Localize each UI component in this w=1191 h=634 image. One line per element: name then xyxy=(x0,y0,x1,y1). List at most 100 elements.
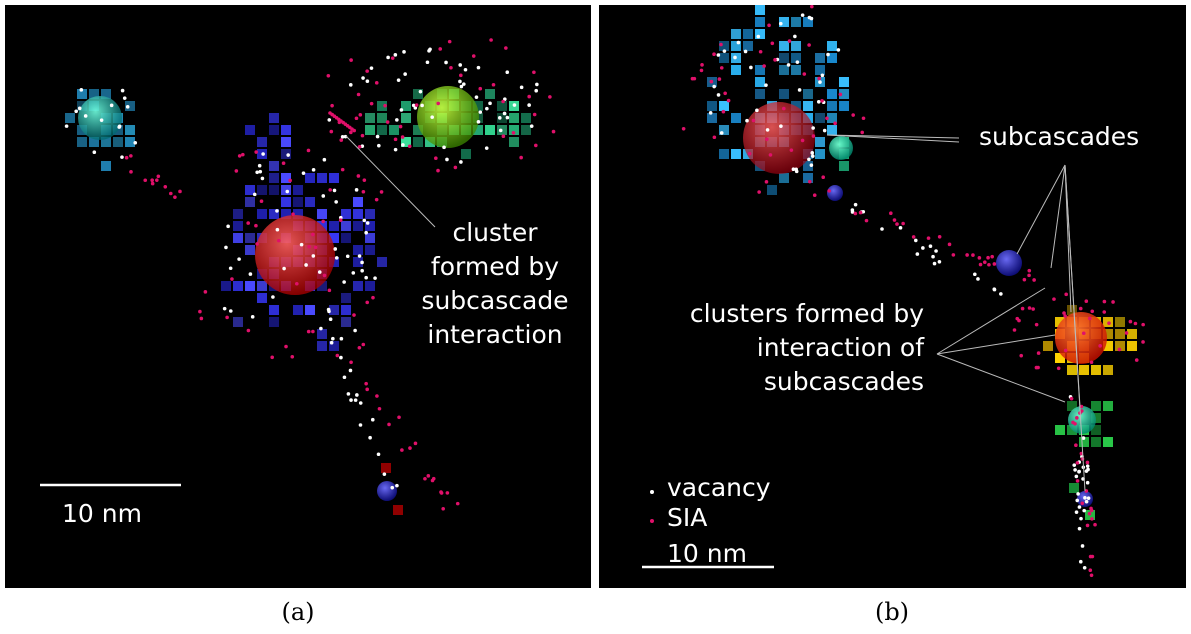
vacancy-point xyxy=(791,167,796,172)
sia-point xyxy=(362,178,367,182)
sia-point xyxy=(751,118,756,123)
vacancy-point xyxy=(818,80,822,84)
vacancy-point xyxy=(349,398,353,402)
sia-point xyxy=(365,387,369,392)
vacancy-cell xyxy=(365,245,375,255)
sia-point xyxy=(1117,347,1122,352)
vacancy-cell xyxy=(707,101,717,111)
annotation-line: interaction xyxy=(427,320,563,349)
vacancy-point xyxy=(1080,544,1085,548)
sia-point xyxy=(519,155,523,160)
vacancy-point xyxy=(810,154,815,158)
vacancy-cell xyxy=(1079,365,1089,375)
vacancy-point xyxy=(282,266,286,271)
vacancy-cell xyxy=(317,341,327,351)
sia-point xyxy=(284,344,288,349)
vacancy-cell xyxy=(245,125,255,135)
vacancy-cell xyxy=(269,173,279,183)
sia-point xyxy=(489,38,493,42)
sia-point xyxy=(361,342,366,347)
vacancy-cell xyxy=(719,53,729,63)
vacancy-point xyxy=(1075,498,1080,503)
sia-point xyxy=(478,86,483,91)
vacancy-point xyxy=(937,259,942,264)
vacancy-point xyxy=(250,315,255,319)
vacancy-cell xyxy=(779,65,789,75)
vacancy-point xyxy=(535,82,539,87)
vacancy-cell xyxy=(719,149,729,159)
vacancy-cell xyxy=(743,41,753,51)
vacancy-point xyxy=(345,254,350,259)
sia-point xyxy=(407,144,412,149)
sia-point xyxy=(889,211,893,215)
sia-point xyxy=(762,64,766,68)
vacancy-cell xyxy=(779,173,789,183)
vacancy-cell xyxy=(1091,401,1101,411)
vacancy-point xyxy=(756,34,761,39)
sia-point xyxy=(1141,340,1145,344)
vacancy-cell xyxy=(731,65,741,75)
vacancy-cell xyxy=(497,101,507,111)
sia-point xyxy=(439,491,444,495)
vacancy-point xyxy=(334,200,338,204)
sia-point xyxy=(1081,331,1086,336)
vacancy-cell xyxy=(401,137,411,147)
sia-point xyxy=(1036,365,1040,370)
sia-point xyxy=(1079,404,1084,409)
vacancy-point xyxy=(226,224,230,229)
sia-point xyxy=(758,49,763,54)
vacancy-cell xyxy=(281,125,291,135)
sia-point xyxy=(400,448,404,452)
vacancy-point xyxy=(778,21,783,26)
sia-point xyxy=(431,476,436,481)
sia-point xyxy=(838,92,843,97)
vacancy-point xyxy=(534,88,539,93)
sia-point xyxy=(965,253,969,257)
vacancy-cell xyxy=(719,125,729,135)
vacancy-point xyxy=(377,143,381,148)
vacancy-cluster-cells xyxy=(65,89,531,515)
vacancy-cell xyxy=(779,17,789,27)
vacancy-point xyxy=(1085,464,1090,468)
vacancy-cell xyxy=(305,173,315,183)
vacancy-point xyxy=(1077,505,1082,509)
vacancy-point xyxy=(360,268,364,273)
vacancy-point xyxy=(992,287,997,291)
vacancy-cell xyxy=(827,125,837,135)
vacancy-cell xyxy=(101,161,111,171)
vacancy-cell xyxy=(125,125,135,135)
vacancy-point xyxy=(319,326,323,331)
sia-point xyxy=(1074,443,1078,448)
vacancy-point xyxy=(712,84,716,89)
vacancy-cell xyxy=(1103,341,1113,351)
sia-point xyxy=(358,113,363,117)
vacancy-point xyxy=(332,188,337,193)
annotation-line: formed by xyxy=(430,252,560,281)
sia-point xyxy=(413,441,418,446)
vacancy-point xyxy=(476,120,481,124)
panel-a-canvas xyxy=(40,38,556,515)
sia-point xyxy=(441,506,445,511)
sia-point xyxy=(1085,523,1090,528)
vacancy-point xyxy=(411,103,416,108)
sia-point xyxy=(322,273,327,278)
sia-point xyxy=(1102,299,1107,304)
vacancy-point xyxy=(257,163,262,168)
vacancy-point xyxy=(403,72,407,76)
vacancy-point xyxy=(1085,480,1090,485)
sia-point xyxy=(719,66,724,70)
sia-point xyxy=(352,128,357,133)
legend-vacancy-label: vacancy xyxy=(667,473,771,502)
sia-point xyxy=(1090,554,1095,559)
vacancy-point xyxy=(826,52,830,57)
vacancy-cell xyxy=(839,89,849,99)
vacancy-cell xyxy=(779,89,789,99)
vacancy-point xyxy=(428,47,432,52)
sia-point xyxy=(414,103,419,107)
vacancy-point xyxy=(420,103,424,108)
vacancy-point xyxy=(733,55,737,60)
vacancy-cell xyxy=(269,185,279,195)
sia-point xyxy=(1107,321,1111,325)
vacancy-cell xyxy=(1091,425,1101,435)
sia-point xyxy=(947,242,952,247)
